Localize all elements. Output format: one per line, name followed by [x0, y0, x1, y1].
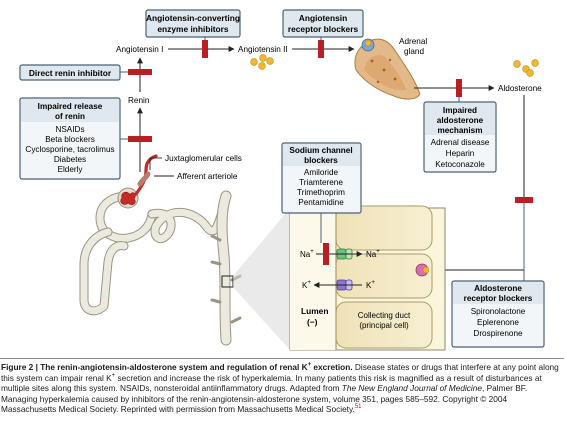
- sodium-blockers-item: Pentamidine: [298, 198, 344, 207]
- afferent-label: Afferent arteriole: [177, 172, 238, 181]
- lumen-sign: (−): [307, 317, 318, 327]
- sodium-blockers-item: Triamterene: [299, 178, 343, 187]
- impaired-renin-item: Cyclosporine, tacrolimus: [25, 145, 114, 154]
- arb-box: Angiotensin receptor blockers: [282, 9, 364, 38]
- collecting-duct-label-2: (principal cell): [359, 321, 409, 330]
- mineralocorticoid-receptor-icon: [415, 263, 430, 277]
- caption-text-1: Disease states or drugs that interfere a…: [1, 362, 559, 383]
- caption-text-3: , Palmer BF. Managing hyperkalemia cause…: [1, 383, 528, 415]
- juxtaglomerular-label: Juxtaglomerular cells: [165, 154, 242, 163]
- direct-renin-title: Direct renin inhibitor: [29, 68, 112, 78]
- aldo-receptor-item: Eplerenone: [477, 318, 519, 327]
- aldosterone-dots: [513, 59, 539, 77]
- aldosterone-label: Aldosterone: [498, 84, 542, 93]
- sodium-blockers-item: Amiloride: [304, 168, 339, 177]
- ace-block-bar: [202, 40, 208, 58]
- aldo-receptor-title-2: receptor blockers: [464, 294, 533, 303]
- zoom-projection: [233, 208, 290, 350]
- lumen-label: Lumen: [301, 306, 328, 316]
- angiotensin-i-label: Angiotensin I: [116, 45, 163, 54]
- na-right-label: Na+: [366, 249, 380, 259]
- caption-journal: The New England Journal of Medicine: [341, 383, 483, 394]
- impaired-renin-item: Elderly: [57, 165, 83, 174]
- impaired-aldo-title-3: mechanism: [437, 126, 482, 135]
- arb-title-2: receptor blockers: [288, 24, 359, 34]
- impaired-aldo-title-2: aldosterone: [437, 116, 484, 125]
- adrenal-label-2: gland: [404, 47, 424, 56]
- aldo-receptor-title-1: Aldosterone: [474, 284, 522, 293]
- impaired-renin-title-1: Impaired release: [38, 102, 103, 111]
- aldo-receptor-item: Spironolactone: [471, 307, 526, 316]
- impaired-renin-title-2: of renin: [55, 112, 85, 121]
- impaired-aldo-item: Heparin: [446, 149, 475, 158]
- angiotensin-ii-dots: [250, 54, 274, 70]
- sodium-channel-blockers-box: Sodium channel blockers Amiloride Triamt…: [281, 142, 362, 243]
- aldo-receptor-block-bar: [515, 197, 533, 203]
- sodium-blockers-title-1: Sodium channel: [289, 146, 352, 155]
- impaired-aldosterone-box: Impaired aldosterone mechanism Adrenal d…: [423, 97, 497, 173]
- aldo-receptor-item: Drospirenone: [473, 329, 523, 338]
- adrenal-label-1: Adrenal: [399, 37, 427, 46]
- ace-title-2: enzyme inhibitors: [157, 24, 229, 34]
- enac-block-bar: [323, 243, 329, 265]
- caption-figure-label: Figure 2 | The renin-angiotensin-aldoste…: [1, 362, 353, 372]
- impaired-renin-block-bar: [128, 136, 152, 142]
- direct-renin-inhibitor-box: Direct renin inhibitor: [19, 64, 128, 81]
- impaired-renin-item: Diabetes: [54, 155, 86, 164]
- sodium-blockers-title-2: blockers: [304, 156, 338, 165]
- k-left-label: K+: [302, 280, 311, 290]
- impaired-aldo-item: Ketoconazole: [435, 160, 485, 169]
- juxtaglomerular-cells: [137, 171, 151, 187]
- angiotensin-ii-label: Angiotensin II: [238, 45, 288, 54]
- nephron: [79, 190, 242, 346]
- impaired-aldo-item: Adrenal disease: [431, 138, 490, 147]
- impaired-renin-item: NSAIDs: [55, 125, 84, 134]
- renin-label: Renin: [128, 96, 150, 105]
- sodium-blockers-item: Trimethoprim: [297, 188, 345, 197]
- caption-text-2: secretion and increase the risk of hyper…: [1, 372, 542, 394]
- arb-block-bar: [318, 40, 324, 58]
- arb-title-1: Angiotensin: [299, 13, 347, 23]
- raas-diagram: Angiotensin-converting enzyme inhibitors…: [19, 9, 545, 351]
- aldo-mechanism-block-bar: [456, 79, 462, 97]
- k-right-label: K+: [366, 280, 375, 290]
- ace-inhibitor-box: Angiotensin-converting enzyme inhibitors: [145, 9, 241, 38]
- caption-reference[interactable]: 51: [354, 404, 362, 411]
- ace-title-1: Angiotensin-converting: [146, 13, 240, 23]
- aldosterone-receptor-blockers-box: Aldosterone receptor blockers Spironolac…: [451, 203, 545, 348]
- adrenal-gland: [354, 38, 421, 100]
- figure-caption: Figure 2 | The renin-angiotensin-aldoste…: [0, 358, 564, 415]
- impaired-renin-box: Impaired release of renin NSAIDs Beta bl…: [19, 97, 128, 180]
- impaired-aldo-title-1: Impaired: [443, 106, 477, 115]
- direct-renin-block-bar: [128, 69, 152, 75]
- collecting-duct-inset: [289, 205, 446, 351]
- impaired-renin-item: Beta blockers: [45, 135, 95, 144]
- na-left-label: Na+: [300, 249, 314, 259]
- at1-receptor-icon: [361, 38, 375, 52]
- collecting-duct-label-1: Collecting duct: [358, 311, 411, 320]
